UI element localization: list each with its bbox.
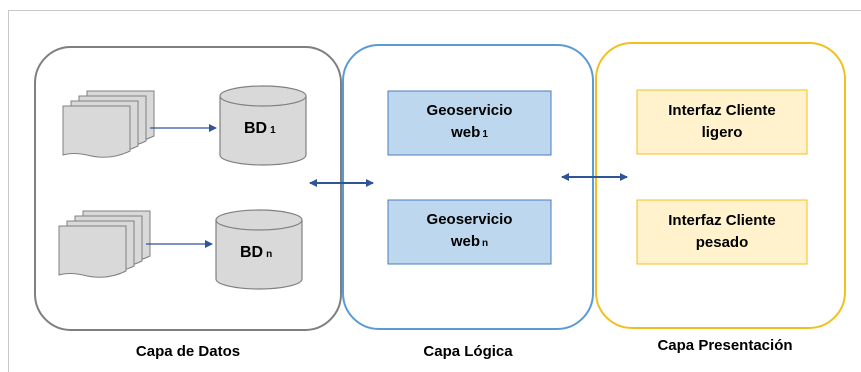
capa-presentacion-panel <box>595 42 846 329</box>
interfaz-cliente-pesado-box <box>636 199 808 265</box>
geoservicio-web-n-box <box>387 199 552 265</box>
database-cylinder-1 <box>219 85 307 166</box>
capa-logica-panel <box>342 44 594 330</box>
document-stack-top <box>62 90 155 158</box>
geoservicio-web-1-box <box>387 90 552 156</box>
interfaz-cliente-ligero-box <box>636 89 808 155</box>
capa-presentacion-label: Capa Presentación <box>657 337 793 354</box>
document-stack-bottom <box>58 210 151 278</box>
capa-datos-label: Capa de Datos <box>135 343 241 360</box>
database-cylinder-n <box>215 209 303 290</box>
frame-left-border <box>8 10 9 372</box>
capa-datos-panel <box>34 46 342 331</box>
capa-logica-label: Capa Lógica <box>423 343 513 360</box>
frame-top-border <box>8 10 861 11</box>
